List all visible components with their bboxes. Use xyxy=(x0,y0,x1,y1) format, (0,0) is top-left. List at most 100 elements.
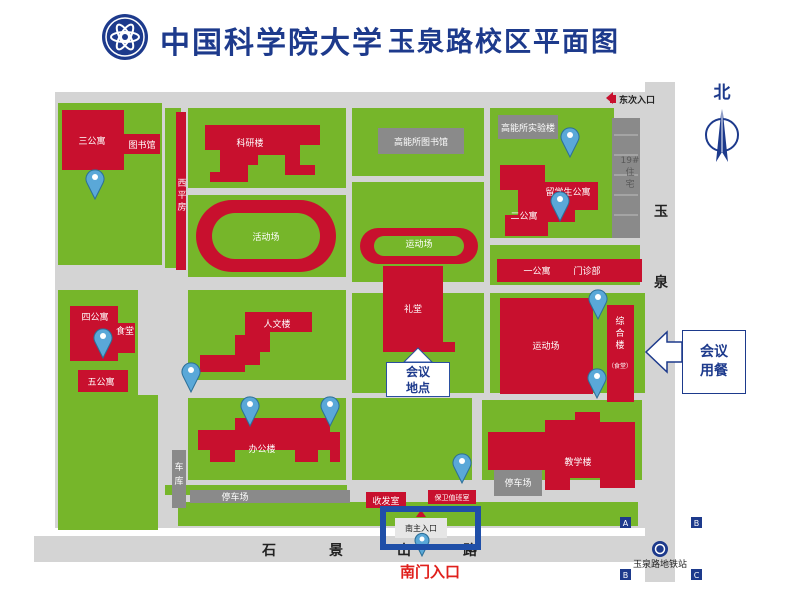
subway-logo-icon xyxy=(652,541,668,557)
south-gate-box xyxy=(395,518,447,538)
sports-tracks xyxy=(196,200,478,272)
subway-exit-c-label: C xyxy=(694,571,700,580)
label-tingchechang-east: 停车场 xyxy=(504,477,531,489)
location-pin-icon xyxy=(85,169,105,201)
south-entrance-highlight xyxy=(380,506,481,550)
label-cheku-0: 车 xyxy=(174,461,183,473)
east-road xyxy=(645,82,675,582)
location-pin-icon xyxy=(181,362,201,394)
subway-exit-c xyxy=(691,569,702,580)
compass-label: 北 xyxy=(714,83,731,103)
subway-exit-a xyxy=(620,517,631,528)
subway-exit-b-south-label: B xyxy=(623,571,629,580)
label-renwen: 人文楼 xyxy=(263,318,290,330)
label-yigongyu: 一公寓 xyxy=(523,265,550,277)
location-pin-icon xyxy=(560,127,580,159)
location-pin-icon xyxy=(320,396,340,428)
label-ergongyu: 二公寓 xyxy=(510,210,537,222)
north-arrow-icon: 北 xyxy=(705,83,739,162)
label-yundongchang-north: 运动场 xyxy=(405,239,432,250)
meeting-dining-callout: 会议用餐 xyxy=(682,330,746,394)
label-zonghelou-0: 综 xyxy=(615,315,624,327)
label-shitang-west: 食堂 xyxy=(116,325,134,337)
building-zonghelou xyxy=(607,305,634,402)
label-gaonengsuo-lib: 高能所图书馆 xyxy=(394,136,448,148)
residence-stripes xyxy=(614,134,638,216)
university-seal-icon xyxy=(102,14,148,60)
label-xipingfang-2: 房 xyxy=(177,201,186,213)
subway-station-label: 玉泉路地铁站 xyxy=(633,558,687,570)
label-xipingfang-0: 西 xyxy=(177,178,186,189)
location-pin-icon xyxy=(93,328,113,360)
label-yundongchang-east: 运动场 xyxy=(532,341,559,352)
road-east-char-0: 玉 xyxy=(654,204,668,220)
building-jiaoxue xyxy=(488,412,635,490)
label-litang: 礼堂 xyxy=(404,303,422,315)
label-keyan: 科研楼 xyxy=(236,137,263,149)
label-baowei: 保卫值班室 xyxy=(435,493,470,502)
location-pin-icon xyxy=(550,191,570,223)
label-zonghelou-2: 楼 xyxy=(615,339,624,351)
label-gaonengsuo-lab: 高能所实验楼 xyxy=(501,122,555,134)
road-east-char-1: 泉 xyxy=(654,274,669,291)
south-gate-callout: 南门入口 xyxy=(399,563,460,581)
building-yundongchang-east xyxy=(500,298,593,394)
label-jiaoxue: 教学楼 xyxy=(564,456,591,468)
building-residence19 xyxy=(612,118,640,238)
subway-exit-a-label: A xyxy=(623,519,629,528)
label-sangongyu: 三公寓 xyxy=(78,135,105,147)
gray-buildings xyxy=(172,115,640,538)
dining-callout-arrow-icon xyxy=(644,330,683,374)
label-tingchechang-west: 停车场 xyxy=(221,491,248,503)
road-south-char-1: 景 xyxy=(329,543,343,559)
subway-exit-b-south xyxy=(620,569,631,580)
east-entrance-arrow-icon xyxy=(606,92,613,104)
building-cheku xyxy=(172,450,186,508)
label-huodongchang: 活动场 xyxy=(252,231,279,243)
location-pins xyxy=(85,127,608,558)
building-xipingfang xyxy=(176,112,186,270)
building-shoufashi xyxy=(366,492,406,508)
label-residence19-0: 19#住宅 xyxy=(621,156,640,190)
building-keyan xyxy=(205,125,320,182)
building-library xyxy=(124,134,160,154)
subway-exit-b-north-label: B xyxy=(694,519,700,528)
label-shoufashi: 收发室 xyxy=(372,495,399,507)
label-wugongyu: 五公寓 xyxy=(87,376,114,388)
location-pin-icon xyxy=(588,289,608,321)
building-liuxuesheng xyxy=(500,165,598,236)
label-bangong: 办公楼 xyxy=(248,443,275,455)
building-renwen xyxy=(200,312,312,372)
campus-buildings xyxy=(62,95,642,508)
label-sigongyu: 四公寓 xyxy=(81,311,108,323)
map-title: 玉泉路校区平面图 xyxy=(388,27,620,58)
label-library: 图书馆 xyxy=(128,139,155,151)
building-bangong xyxy=(198,418,340,462)
building-baowei xyxy=(428,490,476,504)
meeting-venue-callout: 会议地点 xyxy=(386,362,450,397)
parking-west xyxy=(190,490,350,503)
label-south-main: 南主入口 xyxy=(405,523,437,533)
map-header: 中国科学院大学 玉泉路校区平面图 xyxy=(0,6,799,68)
building-wugongyu xyxy=(78,370,128,392)
road-south-char-0: 石 xyxy=(261,543,276,559)
building-sangongyu xyxy=(62,110,124,170)
university-name: 中国科学院大学 xyxy=(160,26,384,61)
parking-east xyxy=(494,470,542,496)
subway-exit-b-north xyxy=(691,517,702,528)
label-menzhenbu: 门诊部 xyxy=(573,265,600,277)
building-gaonengsuo-lib xyxy=(378,128,464,154)
label-east-entrance: 东次入口 xyxy=(619,94,655,106)
south-entrance-arrow-icon xyxy=(416,510,426,517)
location-pin-icon xyxy=(240,396,260,428)
label-cheku-1: 库 xyxy=(174,475,183,487)
label-xipingfang-1: 平 xyxy=(177,190,186,201)
building-shitang xyxy=(115,323,135,353)
location-pin-icon xyxy=(452,453,472,485)
label-zonghelou-1: 合 xyxy=(615,327,624,339)
location-pin-icon xyxy=(587,368,607,400)
south-road xyxy=(34,536,660,562)
label-zonghelou-note: （食堂） xyxy=(608,362,632,370)
building-gaonengsuo-lab xyxy=(498,115,558,139)
